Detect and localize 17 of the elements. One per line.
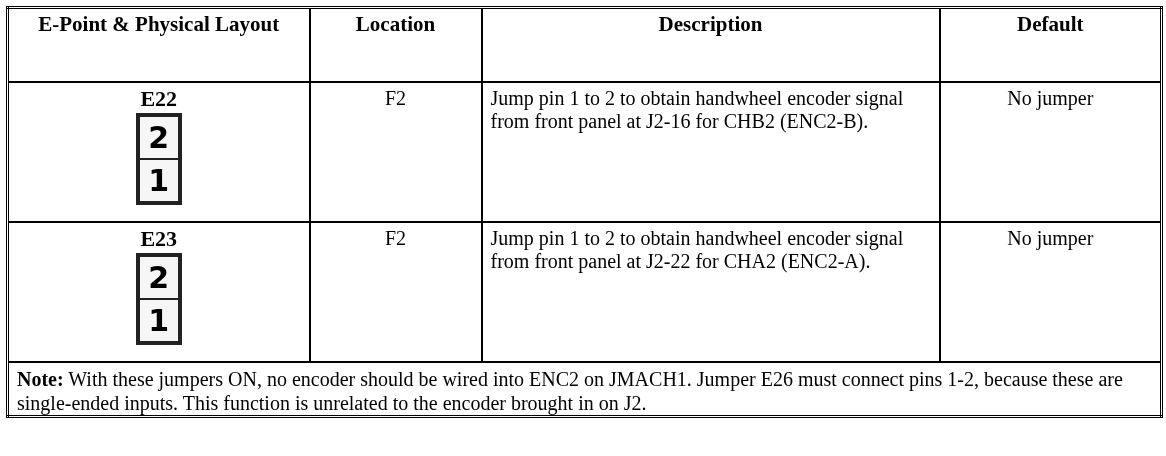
description-text: Jump pin 1 to 2 to obtain handwheel encoder signal from front panel at J2-22 for CHA2 (ENC2-A). <box>490 227 904 272</box>
pin-number: 1 <box>139 300 178 341</box>
location-code: F2 <box>384 227 407 249</box>
location-code: F2 <box>384 87 407 109</box>
pin-number: 2 <box>139 257 178 298</box>
column-header: E-Point & Physical Layout <box>38 12 280 36</box>
pin-number: 2 <box>139 117 178 158</box>
pin-number: 1 <box>139 160 178 201</box>
description-text: Jump pin 1 to 2 to obtain handwheel encoder signal from front panel at J2-16 for CHB2 (ENC2-B). <box>490 87 904 132</box>
default-setting: No jumper <box>1007 227 1094 249</box>
column-header: Default <box>1017 12 1084 36</box>
default-setting: No jumper <box>1007 87 1094 109</box>
column-header: Description <box>658 12 763 36</box>
jumper-id: E22 <box>140 87 178 110</box>
column-header: Location <box>355 12 436 36</box>
jumper-id: E23 <box>140 227 178 250</box>
note-text: Note: With these jumpers ON, no encoder should be wired into ENC2 on JMACH1. Jumper E26 must connect pins 1-2, because these are single-ended inputs. This function is unrelated to the encoder brought in on J2. <box>17 368 1123 414</box>
